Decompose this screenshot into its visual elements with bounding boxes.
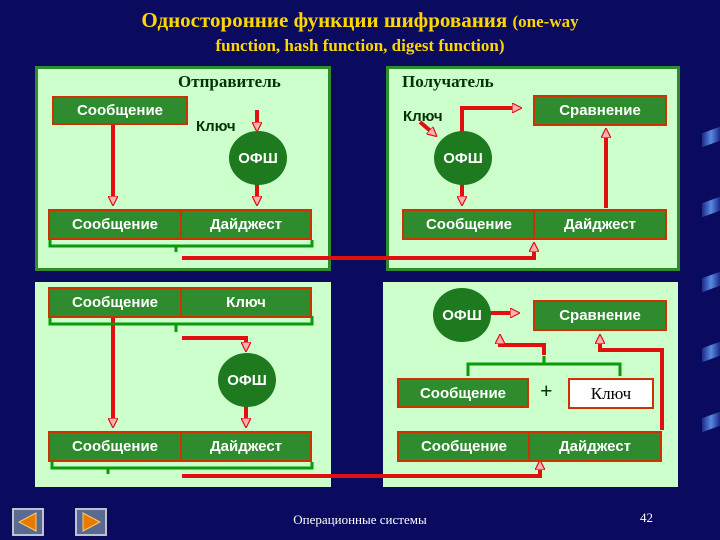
sender-key-label: Ключ: [196, 118, 236, 135]
keyed-digest-box: Дайджест: [180, 431, 312, 462]
keyed-message-box-2: Сообщение: [48, 431, 182, 462]
receiver-ofsh-node: ОФШ: [434, 131, 492, 185]
receiver-label: Получатель: [402, 72, 494, 91]
plus-sign: +: [540, 378, 553, 403]
prev-triangle-icon: [17, 512, 37, 532]
verify-ofsh-node: ОФШ: [433, 288, 491, 342]
receiver-message-box: Сообщение: [402, 209, 536, 240]
verify-key-box: Ключ: [568, 378, 654, 409]
title-paren: (one-way: [512, 12, 579, 31]
next-triangle-icon: [82, 512, 102, 532]
footer-text: Операционные системы: [293, 512, 427, 527]
keyed-key-box: Ключ: [180, 287, 312, 318]
sender-label: Отправитель: [178, 72, 281, 91]
verify-digest-box: Дайджест: [528, 431, 662, 462]
slide-title: Односторонние функции шифрования (one-wa…: [0, 8, 720, 33]
sender-ofsh-node: ОФШ: [229, 131, 287, 185]
prev-slide-button[interactable]: [12, 508, 44, 536]
keyed-message-box: Сообщение: [48, 287, 182, 318]
title-line2: function, hash function, digest function…: [215, 36, 505, 55]
receiver-digest-box: Дайджест: [533, 209, 667, 240]
receiver-key-label: Ключ: [403, 108, 443, 125]
sender-message-box: Сообщение: [52, 96, 188, 125]
verify-message-box: Сообщение: [397, 378, 529, 408]
sender-message-box-2: Сообщение: [48, 209, 182, 240]
title-main: Односторонние функции шифрования: [141, 8, 508, 32]
receiver-compare-box: Сравнение: [533, 95, 667, 126]
next-slide-button[interactable]: [75, 508, 107, 536]
verify-compare-box: Сравнение: [533, 300, 667, 331]
page-number: 42: [640, 510, 653, 525]
keyed-ofsh-node: ОФШ: [218, 353, 276, 407]
sender-digest-box: Дайджест: [180, 209, 312, 240]
verify-message-box-2: Сообщение: [397, 431, 531, 462]
